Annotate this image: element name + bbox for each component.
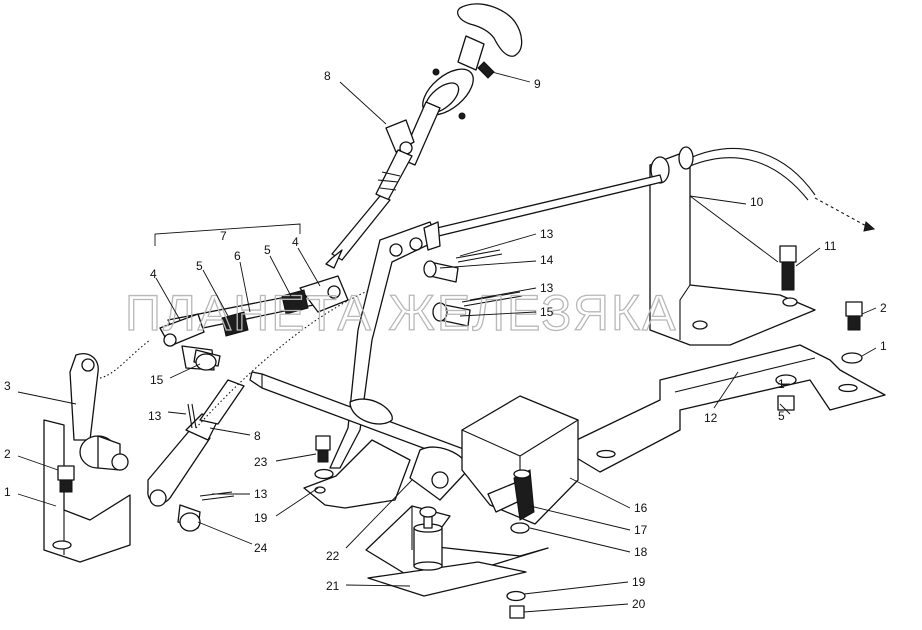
upright-bracket [649, 149, 816, 346]
callout-1-right: 1 [880, 339, 887, 353]
base-bracket [559, 344, 886, 473]
phantom-link-left [99, 339, 151, 379]
phantom-link-center [195, 289, 371, 429]
leader-lines [17, 71, 877, 613]
callout-2-right: 2 [880, 301, 887, 315]
callout-1-left: 1 [4, 485, 11, 499]
callout-11: 11 [824, 239, 837, 253]
watermark: ПЛАНЕТА ЖЕЛЕЗЯКА [125, 285, 677, 341]
callout-15-right: 15 [540, 305, 554, 319]
callout-2-left: 2 [4, 447, 11, 461]
callout-19-right: 19 [632, 575, 646, 589]
callout-labels: 8 9 7 4 5 6 5 4 15 13 3 2 1 8 13 24 23 1… [4, 69, 887, 611]
callout-22: 22 [326, 549, 340, 563]
callout-6: 6 [234, 249, 241, 263]
callout-23: 23 [254, 455, 268, 469]
callout-5-left: 5 [196, 259, 203, 273]
callout-1-mid: 1 [778, 377, 785, 391]
callout-24: 24 [254, 541, 268, 555]
small-lever-arm [147, 379, 245, 507]
callout-12: 12 [704, 411, 718, 425]
callout-13-mid: 13 [540, 281, 554, 295]
pedal-plate [249, 371, 529, 501]
hand-throttle-knob [325, 3, 523, 269]
callout-13-left: 13 [148, 409, 162, 423]
housing [461, 395, 579, 525]
callout-21: 21 [326, 579, 340, 593]
adjusting-bolt [487, 469, 535, 534]
left-bracket [43, 353, 131, 563]
callout-13-top: 13 [540, 227, 554, 241]
callout-20: 20 [632, 597, 646, 611]
callout-14: 14 [540, 253, 554, 267]
callout-10: 10 [750, 195, 764, 209]
callout-19-left: 19 [254, 511, 268, 525]
callout-9: 9 [534, 77, 541, 91]
stop-post [413, 506, 443, 571]
cotter-pins [187, 249, 523, 501]
throttle-cable [650, 146, 876, 232]
callout-8-knob: 8 [324, 69, 331, 83]
callout-7: 7 [220, 229, 227, 243]
callout-4-left: 4 [150, 267, 157, 281]
callout-3: 3 [4, 379, 11, 393]
callout-13-bottom: 13 [254, 487, 268, 501]
callout-15-left: 15 [150, 373, 164, 387]
callout-18: 18 [634, 545, 648, 559]
callout-16: 16 [634, 501, 648, 515]
callout-4-right: 4 [292, 235, 299, 249]
linkage-rod [159, 275, 349, 371]
callout-5-right: 5 [778, 409, 785, 423]
callout-5-mid: 5 [264, 243, 271, 257]
plate [367, 561, 527, 597]
callout-17: 17 [634, 523, 648, 537]
clevis-pins [177, 260, 471, 532]
callout-8-link: 8 [254, 429, 261, 443]
